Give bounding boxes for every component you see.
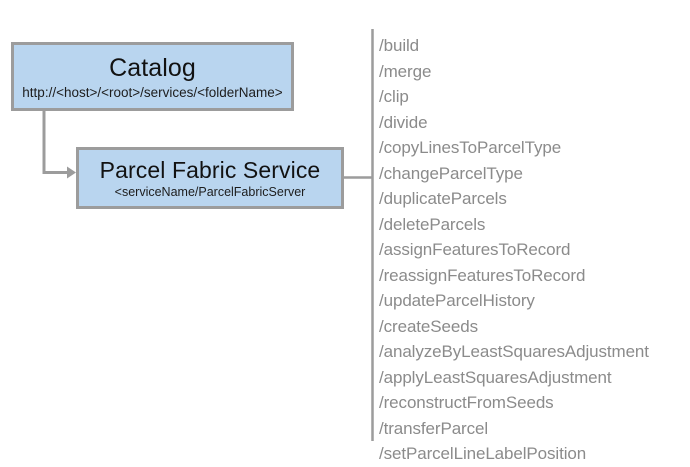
- operation-item[interactable]: /reassignFeaturesToRecord: [379, 265, 586, 285]
- operation-item[interactable]: /createSeeds: [379, 316, 478, 336]
- node-catalog[interactable]: Catalog http://<host>/<root>/services/<f…: [11, 42, 294, 111]
- operation-item[interactable]: /transferParcel: [379, 418, 489, 438]
- operation-item[interactable]: /assignFeaturesToRecord: [379, 240, 571, 259]
- operation-item[interactable]: /applyLeastSquaresAdjustment: [379, 367, 612, 387]
- operation-item[interactable]: /divide: [379, 112, 428, 132]
- node-catalog-url: http://<host>/<root>/services/<folderNam…: [22, 84, 283, 100]
- operation-item[interactable]: /duplicateParcels: [379, 189, 507, 208]
- operation-item[interactable]: /analyzeByLeastSquaresAdjustment: [379, 342, 649, 361]
- arrowhead-icon: [67, 166, 76, 179]
- operation-item[interactable]: /changeParcelType: [379, 163, 523, 183]
- service-architecture-diagram: Catalog http://<host>/<root>/services/<f…: [11, 29, 649, 463]
- operation-item[interactable]: /updateParcelHistory: [379, 291, 535, 310]
- operations-list: /build /merge /clip /divide /copyLinesTo…: [379, 33, 684, 467]
- node-parcel-fabric-service-title: Parcel Fabric Service: [99, 156, 321, 183]
- operation-item[interactable]: /merge: [379, 61, 432, 81]
- operation-item[interactable]: /reconstructFromSeeds: [379, 393, 554, 412]
- operation-item[interactable]: /build: [379, 36, 420, 55]
- connector-catalog-to-parcel-line: [42, 111, 68, 174]
- operation-item[interactable]: /clip: [379, 87, 409, 106]
- node-parcel-fabric-service-path: <serviceName/ParcelFabricServer: [114, 184, 306, 199]
- operation-item[interactable]: /deleteParcels: [379, 214, 486, 234]
- operation-item[interactable]: /copyLinesToParcelType: [379, 138, 562, 157]
- operation-item[interactable]: /setParcelLineLabelPosition: [379, 444, 587, 463]
- node-parcel-fabric-service[interactable]: Parcel Fabric Service <serviceName/Parce…: [76, 147, 344, 209]
- node-catalog-title: Catalog: [109, 53, 196, 82]
